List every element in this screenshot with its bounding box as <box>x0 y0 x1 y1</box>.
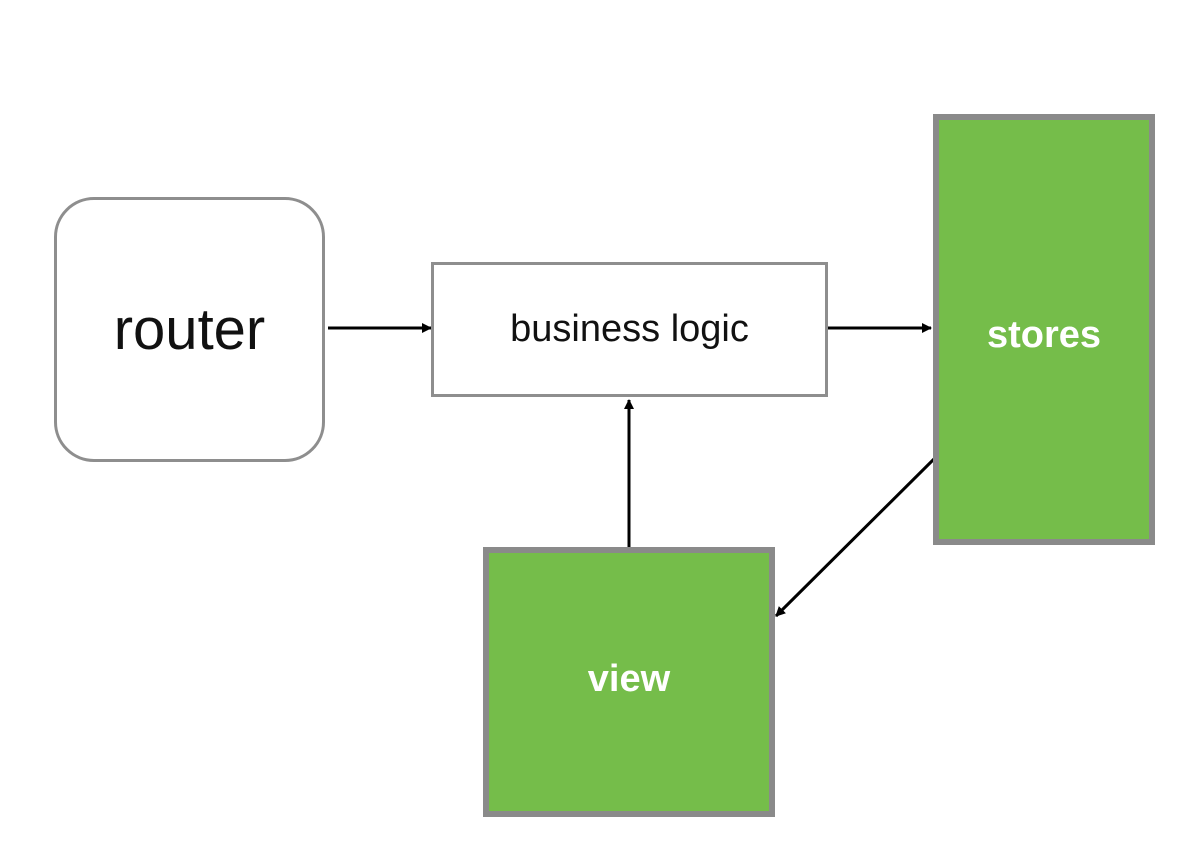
stores-node: stores <box>933 114 1155 545</box>
view-node: view <box>483 547 775 817</box>
business-logic-node: business logic <box>431 262 828 397</box>
view-label: view <box>587 657 671 700</box>
router-label: router <box>113 297 266 362</box>
business-logic-label: business logic <box>510 308 749 350</box>
stores-label: stores <box>986 314 1102 356</box>
edge-stores-to-view <box>774 456 937 618</box>
router-node: router <box>54 197 325 462</box>
